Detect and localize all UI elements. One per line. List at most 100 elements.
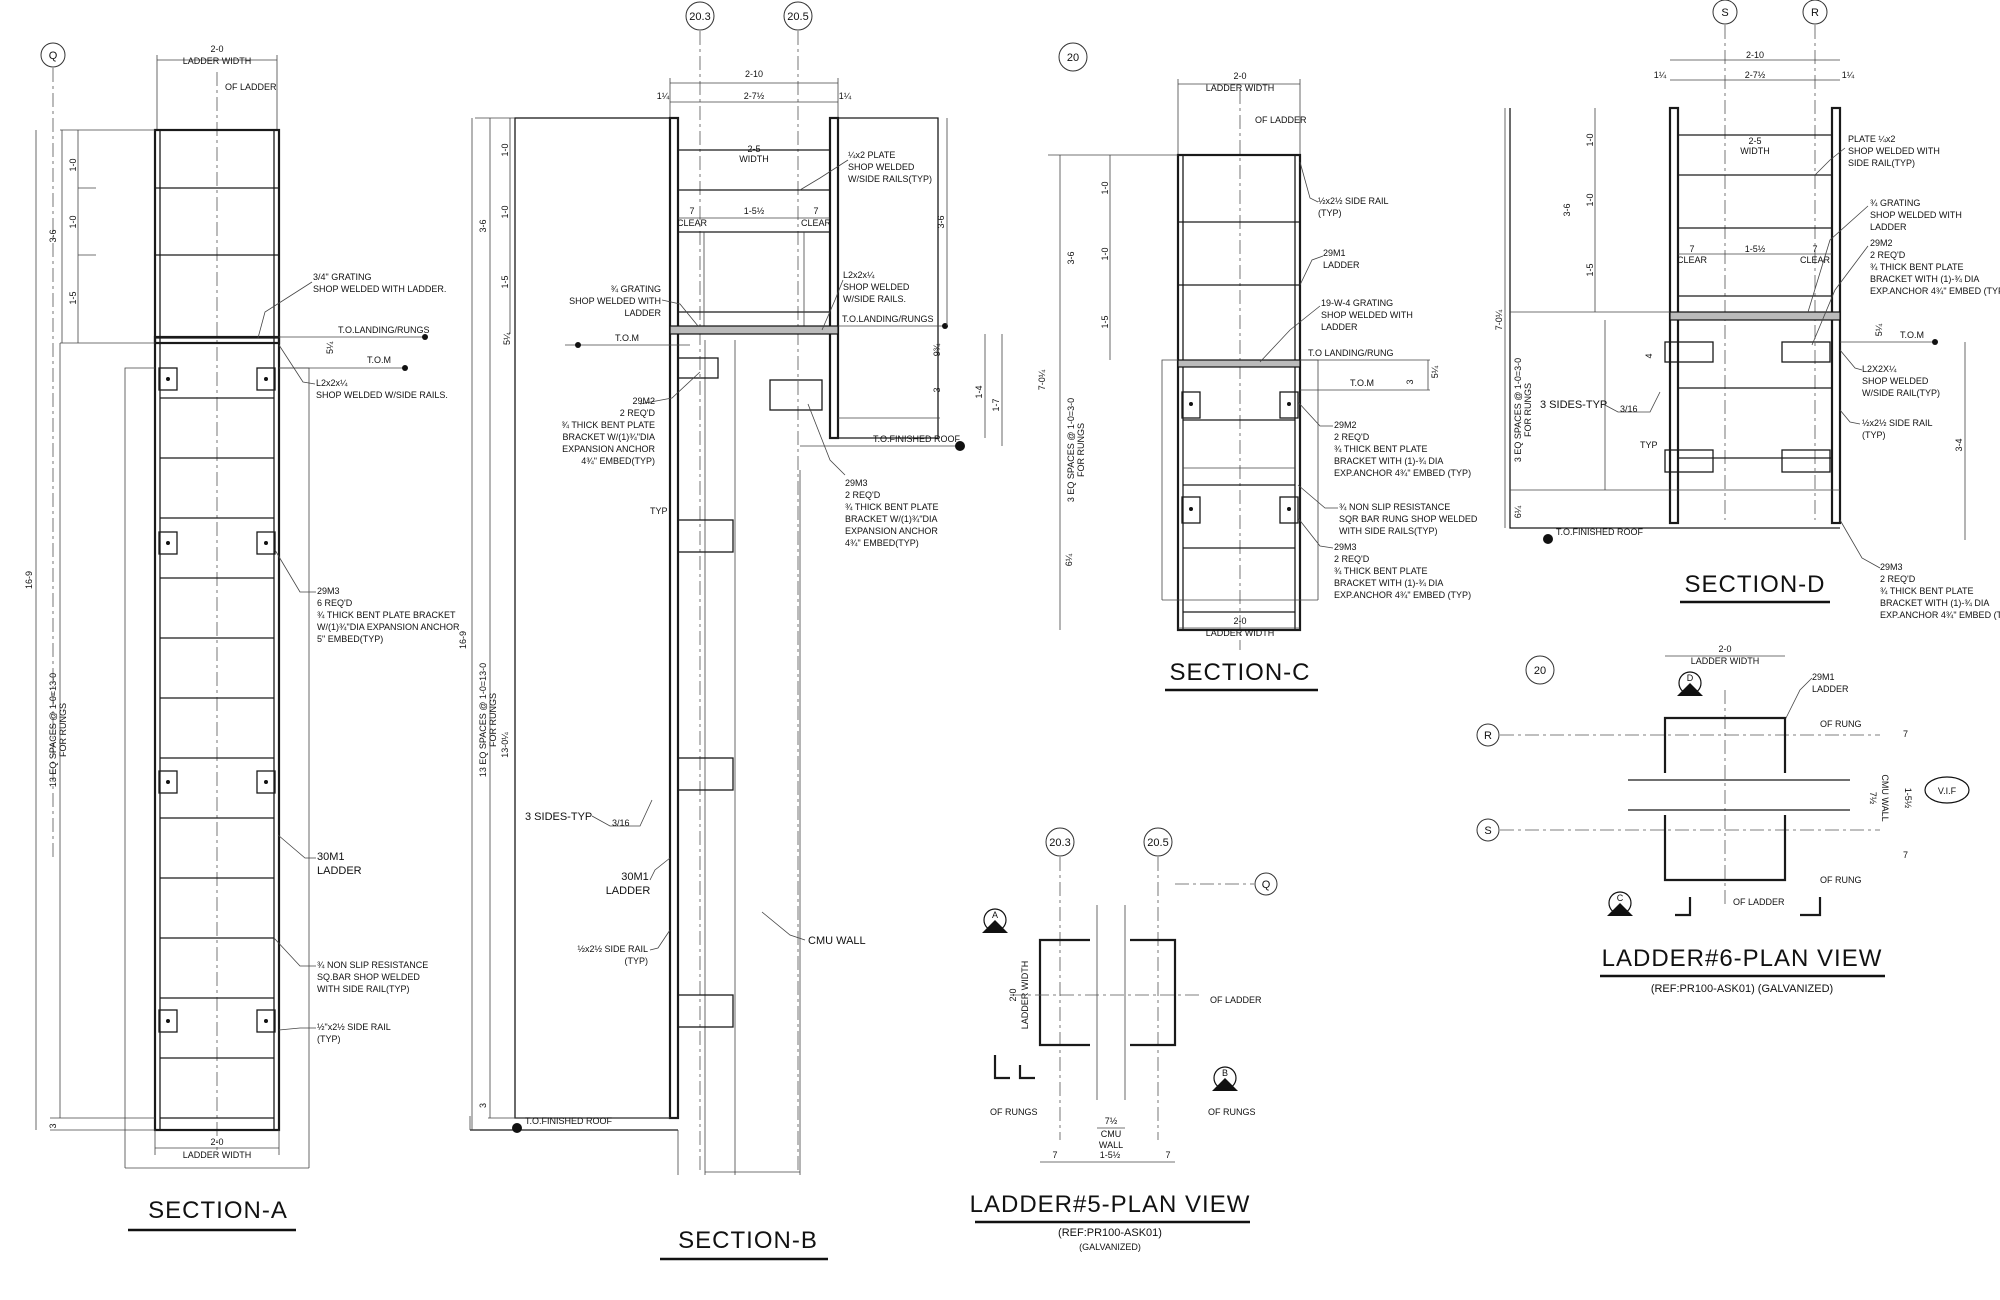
a-bot-width-label: LADDER WIDTH (183, 1150, 252, 1160)
b-rung-spaces-sub: FOR RUNGS (488, 693, 498, 747)
a-note-angle2: SHOP WELDED W/SIDE RAILS. (316, 390, 448, 400)
d-m2-4: BRACKET WITH (1)-¾ DIA (1870, 274, 1979, 284)
d-mid: 1-5½ (1745, 244, 1766, 254)
d-finished-roof: T.O.FINISHED ROOF (1556, 527, 1644, 537)
a-rungs (160, 397, 274, 1119)
d-typ: TYP (1640, 440, 1658, 450)
b-clear2: 7 (813, 206, 818, 216)
l5-mark-a: A (992, 910, 998, 920)
b-dim-1304: 13-0¼ (500, 732, 510, 758)
b-m3-6: 4¾" EMBED(TYP) (845, 538, 919, 548)
c-m3-3: ¾ THICK BENT PLATE (1334, 566, 1428, 576)
b-inner-width: 2-7½ (744, 91, 765, 101)
l6-width-label: LADDER WIDTH (1691, 656, 1760, 666)
a-top-width: 2-0 (210, 44, 223, 54)
section-c: 20 2-0 LADDER WIDTH OF LADDER 1-0 1-0 1-… (1037, 42, 1478, 692)
c-m3-4: BRACKET WITH (1)-¾ DIA (1334, 578, 1443, 588)
b-m2-1: 29M2 (632, 396, 655, 406)
b-landing: T.O.LANDING/RUNGS (842, 314, 934, 324)
c-rail-1: ½x2½ SIDE RAIL (1318, 196, 1389, 206)
b-dim-2: 1-0 (500, 205, 510, 218)
grid-bubble-q (40, 42, 66, 68)
b-m3-5: EXPANSION ANCHOR (845, 526, 938, 536)
l6-dim7a: 7 (1903, 729, 1908, 739)
b-ladder-2: LADDER (606, 885, 651, 897)
d-rail-2: (TYP) (1862, 430, 1886, 440)
c-grating-1: 19-W-4 GRATING (1321, 298, 1393, 308)
l5-title: LADDER#5-PLAN VIEW (970, 1191, 1251, 1218)
a-note-grating2: SHOP WELDED WITH LADDER. (313, 284, 446, 294)
l6-mark-d: D (1687, 673, 1694, 683)
l6-vif-dim: 1-5½ (1903, 788, 1913, 809)
section-d: S R 2-10 2-7½ 1¼ 1¼ 2-5 WIDTH 7 CLEAR 1-… (1494, 0, 2000, 620)
d-plate-1: PLATE ¼x2 (1848, 134, 1895, 144)
d-angle-2: SHOP WELDED (1862, 376, 1929, 386)
d-top-width: 2-10 (1746, 50, 1764, 60)
d-edge-l: 1¼ (1654, 70, 1667, 80)
a-title: SECTION-A (148, 1197, 288, 1224)
d-dim34: 3-4 (1954, 438, 1964, 451)
c-top-width: 2-0 (1233, 71, 1246, 81)
l5-grid-20-3: 20.3 (1049, 837, 1070, 849)
b-rdim-2: 9¾ (932, 343, 942, 356)
c-rail-2: (TYP) (1318, 208, 1342, 218)
c-m2-4: BRACKET WITH (1)-¾ DIA (1334, 456, 1443, 466)
d-tom: T.O.M (1900, 330, 1924, 340)
c-m2-3: ¾ THICK BENT PLATE (1334, 444, 1428, 454)
b-edge-r: 1¼ (839, 91, 852, 101)
a-note-grating: 3/4" GRATING (313, 272, 372, 282)
l5-grid-20-5: 20.5 (1147, 837, 1168, 849)
a-width-label: LADDER WIDTH (183, 56, 252, 66)
grid-label-r: R (1811, 7, 1819, 19)
b-rdim-3: 3 (932, 387, 942, 392)
b-rail-2: (TYP) (625, 956, 649, 966)
d-plate-2: SHOP WELDED WITH (1848, 146, 1940, 156)
d-clear2: 7 (1812, 244, 1817, 254)
d-dim-2: 1-0 (1585, 193, 1595, 206)
c-dim-2: 1-0 (1100, 247, 1110, 260)
d-clear1: 7 (1689, 244, 1694, 254)
d-m3-2: 2 REQ'D (1880, 574, 1916, 584)
l6-width: 2-0 (1718, 644, 1731, 654)
l6-grid-20: 20 (1534, 665, 1546, 677)
d-m3-3: ¾ THICK BENT PLATE (1880, 586, 1974, 596)
d-dim64: 6¼ (1513, 505, 1523, 518)
a-height-total: 16-9 (24, 571, 34, 589)
l5-cmu-dim: 7½ (1105, 1116, 1118, 1126)
l5-ref: (REF:PR100-ASK01) (1058, 1227, 1162, 1239)
l5-of-rungs-l: OF RUNGS (990, 1107, 1038, 1117)
c-cl-label: OF LADDER (1255, 115, 1307, 125)
b-angle-2: SHOP WELDED (843, 282, 910, 292)
b-plate-3: W/SIDE RAILS(TYP) (848, 174, 932, 184)
c-dim-3: 1-5 (1100, 315, 1110, 328)
d-plate-3: SIDE RAIL(TYP) (1848, 158, 1915, 168)
d-dim4: 4 (1644, 353, 1654, 358)
b-weld: 3/16 (612, 818, 630, 828)
b-rdim-5: 1-7 (991, 398, 1001, 411)
grid-label-s: S (1721, 7, 1728, 19)
d-weld: 3/16 (1620, 404, 1638, 414)
a-rung-spaces-sub: FOR RUNGS (58, 703, 68, 757)
b-dim-4: 3-6 (478, 219, 488, 232)
d-angle-3: W/SIDE RAIL(TYP) (1862, 388, 1940, 398)
a-rung-1: ¾ NON SLIP RESISTANCE (317, 960, 428, 970)
d-clear-label-l: CLEAR (1677, 255, 1708, 265)
a-dim-3: 1-5 (68, 291, 78, 304)
l5-width-label: LADDER WIDTH (1020, 961, 1030, 1030)
b-inner2: 2-5 (747, 144, 760, 154)
l5-cmu: CMU (1101, 1129, 1122, 1139)
l6-of-ladder: OF LADDER (1733, 897, 1785, 907)
b-m3-2: 2 REQ'D (845, 490, 881, 500)
b-plate-1: ¼x2 PLATE (848, 150, 895, 160)
b-m2-2: 2 REQ'D (620, 408, 656, 418)
d-rung-spaces: 3 EQ SPACES @ 1-0=3-0 (1513, 358, 1523, 462)
d-dim-4: 3-6 (1562, 203, 1572, 216)
d-m2-3: ¾ THICK BENT PLATE (1870, 262, 1964, 272)
c-dim54: 5¼ (1430, 365, 1440, 378)
b-clear-label-l: CLEAR (677, 218, 708, 228)
d-sides: 3 SIDES-TYP (1540, 399, 1607, 411)
d-grating-1: ¾ GRATING (1870, 198, 1920, 208)
c-title: SECTION-C (1170, 659, 1311, 686)
l5-cl-ladder: OF LADDER (1210, 995, 1262, 1005)
c-rung-1: ¾ NON SLIP RESISTANCE (1339, 502, 1450, 512)
